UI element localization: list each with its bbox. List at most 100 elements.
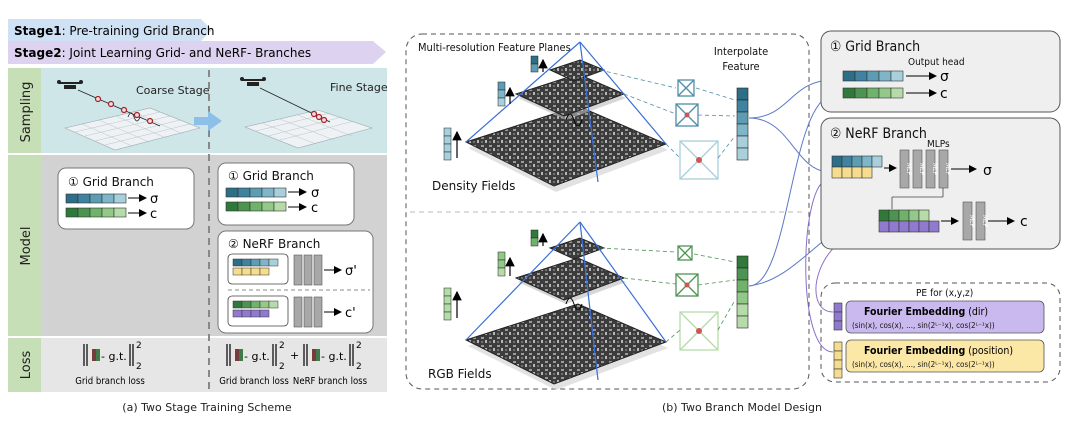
rgb-dashed-links — [599, 247, 736, 343]
fourier-pos-rest: (position) — [965, 345, 1013, 357]
right-nerf-purple-input — [878, 220, 940, 233]
rgb-pyramid — [464, 221, 668, 390]
grid-branch-loss-label: Grid branch loss — [75, 376, 145, 387]
fine-nerf-loss: - g.t. 2 2 NeRF branch loss — [293, 341, 368, 387]
caption-b: (b) Two Branch Model Design — [662, 401, 822, 414]
pe-pos-vector — [833, 341, 843, 379]
svg-text:2: 2 — [356, 362, 362, 372]
density-interp-vector — [736, 87, 749, 161]
nerf-teal-input — [232, 258, 279, 267]
svg-text:2: 2 — [136, 341, 142, 351]
fourier-dir-rest: (dir) — [965, 306, 988, 318]
fine-sample-points — [310, 110, 328, 124]
density-dashed-links — [599, 69, 736, 159]
pe-dir-vector — [833, 302, 843, 331]
coarse-c: c — [150, 207, 157, 222]
middle-panel: Multi-resolution Feature Planes Interpol… — [405, 33, 822, 414]
fourier-pos-box — [845, 339, 1045, 373]
rgb-feature-vectors — [443, 229, 548, 321]
coarse-stage-label: Coarse Stage — [136, 84, 210, 97]
svg-text:Stage1: Pre-training Grid Bran: Stage1: Pre-training Grid Branch — [14, 24, 214, 38]
svg-text:MLP: MLP — [905, 163, 912, 176]
output-head-label: Output head — [908, 57, 965, 68]
svg-text:MLP: MLP — [931, 163, 938, 176]
pe-label: PE for (x,y,z) — [916, 288, 973, 299]
nerf-sigma-prime: σ' — [345, 264, 357, 279]
stage1-text: : Pre-training Grid Branch — [62, 24, 215, 38]
fine-green-feature — [225, 201, 287, 212]
svg-text:- g.t.: - g.t. — [244, 350, 270, 363]
fine-grid-branch-title: ① Grid Branch — [228, 169, 314, 183]
right-mlp-stack-sigma: MLP MLP MLP MLP — [899, 149, 951, 189]
fourier-pos-formula: (sin(x), cos(x), ..., sin(2ᴸ⁻¹x), cos(2ᴸ… — [852, 360, 995, 369]
drone-icon — [57, 80, 83, 89]
right-nerf-yellow-input — [831, 166, 873, 179]
right-nerf-teal-input — [831, 155, 883, 168]
fourier-dir-formula: (sin(x), cos(x), ..., sin(2ᴸ⁻¹x), cos(2ᴸ… — [852, 321, 995, 330]
svg-text:MLP: MLP — [944, 163, 951, 176]
svg-text:2: 2 — [356, 341, 362, 351]
fine-stage-label: Fine Stage — [330, 81, 388, 94]
right-grid-c: c — [940, 86, 948, 102]
middle-panel-border — [405, 33, 810, 390]
rgb-interp-vector — [736, 255, 749, 329]
stage2-label: Stage2 — [14, 46, 62, 60]
svg-text:Fourier Embedding (dir): Fourier Embedding (dir) — [864, 306, 988, 318]
right-nerf-branch-title: ② NeRF Branch — [830, 126, 927, 142]
pe-box — [820, 282, 1061, 383]
right-nerf-c: c — [1020, 214, 1028, 230]
right-grid-sigma: σ — [940, 69, 949, 85]
fine-grid-loss: - g.t. 2 2 Grid branch loss — [219, 341, 289, 387]
rgb-interp-icons — [675, 245, 719, 351]
stage2-text: : Joint Learning Grid- and NeRF- Branche… — [62, 46, 312, 60]
caption-a: (a) Two Stage Training Scheme — [122, 401, 292, 414]
fine-grid-plane — [243, 109, 374, 149]
fourier-dir-bold: Fourier Embedding — [864, 306, 965, 318]
svg-text:Fourier Embedding (position): Fourier Embedding (position) — [864, 345, 1013, 357]
fine-teal-feature — [225, 187, 287, 198]
coarse-loss: - g.t. 2 2 Grid branch loss — [75, 341, 145, 387]
density-fields-label: Density Fields — [432, 179, 515, 193]
coarse-green-feature — [65, 207, 127, 218]
svg-text:2: 2 — [279, 362, 285, 372]
loss-plus: + — [290, 349, 299, 362]
svg-text:2: 2 — [136, 362, 142, 372]
nerf-yellow-input — [232, 267, 270, 276]
svg-text:MLP: MLP — [981, 215, 988, 228]
fine-nerf-branch-title: ② NeRF Branch — [228, 237, 320, 251]
mlps-label: MLPs — [927, 139, 950, 150]
svg-text:Stage2: Joint Learning Grid- a: Stage2: Joint Learning Grid- and NeRF- B… — [14, 46, 311, 60]
density-pyramid — [464, 41, 668, 192]
drone-icon-fine — [240, 77, 266, 86]
fine-grid-loss-label: Grid branch loss — [219, 376, 289, 387]
nerf-purple-input — [232, 309, 270, 318]
nerf-branch-loss-label: NeRF branch loss — [293, 376, 368, 387]
row-label-model: Model — [19, 226, 34, 265]
stage2-banner — [8, 41, 386, 64]
right-panel: ① Grid Branch Output head σ c ② NeRF Bra… — [820, 30, 1061, 383]
interpolate-label: Interpolate — [714, 45, 768, 58]
fourier-pos-bold: Fourier Embedding — [864, 345, 965, 357]
fourier-dir-box — [845, 300, 1045, 334]
stage1-label: Stage1 — [14, 24, 62, 38]
svg-text:- g.t.: - g.t. — [321, 350, 347, 363]
right-nerf-green-input — [878, 209, 930, 222]
coarse-sample-points — [94, 95, 154, 125]
right-grid-branch-title: ① Grid Branch — [830, 39, 920, 55]
left-panel: Stage1: Pre-training Grid Branch Stage2:… — [8, 19, 388, 414]
right-mlp-stack-c: MLP MLP — [962, 201, 988, 241]
feature-planes-title: Multi-resolution Feature Planes — [418, 41, 571, 54]
coarse-teal-feature — [65, 193, 127, 204]
svg-text:2: 2 — [279, 341, 285, 351]
right-grid-teal-feature — [842, 70, 904, 82]
rgb-fields-label: RGB Fields — [428, 367, 492, 381]
fine-sigma: σ — [311, 186, 319, 201]
feature-label: Feature — [722, 60, 759, 73]
nerf-c-prime: c' — [345, 306, 356, 321]
coarse-grid-branch-title: ① Grid Branch — [68, 175, 154, 189]
density-feature-vectors — [443, 55, 548, 161]
density-interp-icons — [675, 79, 719, 180]
coarse-sigma: σ — [150, 192, 158, 207]
svg-text:- g.t.: - g.t. — [101, 350, 127, 363]
stage1-banner — [8, 19, 212, 41]
